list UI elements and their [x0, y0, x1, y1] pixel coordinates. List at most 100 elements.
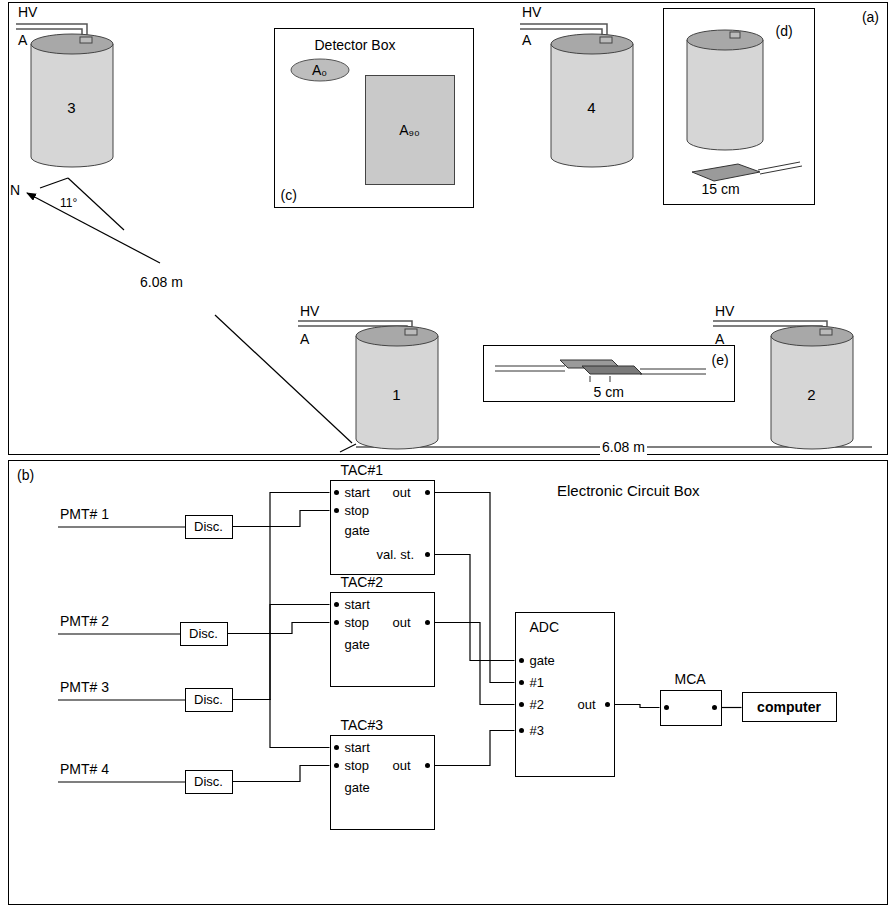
- detector-plate: A₉₀: [365, 75, 455, 185]
- pin-label: 5 cm: [594, 384, 624, 400]
- pin-label: stop: [345, 758, 370, 774]
- pin-label: start: [345, 485, 370, 501]
- box-label: 2: [807, 387, 815, 403]
- pin-label: gate: [345, 523, 370, 539]
- pin-label: stop: [345, 503, 370, 519]
- pin-label: #3: [530, 723, 544, 739]
- part-label: A: [715, 331, 724, 347]
- tac-module: TAC#3startstopgateout: [330, 735, 435, 830]
- dimension: 6.08 m: [138, 274, 185, 290]
- pin-label: stop: [345, 615, 370, 631]
- adc-module: ADC gate #1 #2 #3 out: [515, 612, 615, 777]
- box-label: Disc.: [194, 519, 223, 535]
- box-label: Disc.: [194, 692, 223, 708]
- pin-dot: [519, 680, 524, 685]
- pin-dot: [334, 508, 339, 513]
- discriminator-box: Disc.: [185, 688, 233, 712]
- hv-cable: [16, 24, 827, 333]
- part-label: PMT# 4: [60, 761, 109, 777]
- box-label: TAC#3: [341, 717, 384, 733]
- pin-dot: [712, 705, 717, 710]
- box-label: (b): [17, 467, 34, 483]
- part-label: PMT# 1: [60, 506, 109, 522]
- part-label: A: [18, 32, 27, 48]
- box-label: (e): [712, 352, 729, 368]
- box-label: ADC: [530, 619, 560, 635]
- pin-label: out: [393, 485, 411, 501]
- pin-dot: [519, 658, 524, 663]
- pin-label: gate: [530, 653, 555, 669]
- pin-dot: [334, 763, 339, 768]
- box-label: Disc.: [194, 774, 223, 790]
- signal-wire: [435, 555, 515, 661]
- pin-dot: [334, 490, 339, 495]
- survey-lines: [27, 178, 872, 452]
- box-label: (d): [776, 23, 793, 39]
- signal-wire: [233, 766, 330, 782]
- part-label: HV: [522, 4, 541, 20]
- dimension: 6.08 m: [600, 439, 647, 455]
- angle-label: 11°: [60, 195, 77, 211]
- pin-dot: [519, 728, 524, 733]
- box-label: (a): [862, 9, 879, 25]
- pin-label: #2: [530, 697, 544, 713]
- paddle-detector-d: [687, 30, 802, 181]
- pin-dot: [334, 620, 339, 625]
- pin-label: out: [578, 697, 596, 713]
- box-label: A₉₀: [399, 122, 420, 138]
- signal-wire: [615, 705, 660, 708]
- signal-wire: [435, 493, 515, 683]
- part-label: A: [300, 331, 309, 347]
- pin-label: gate: [345, 637, 370, 653]
- pin-label: val. st.: [377, 547, 415, 563]
- part-label: PMT# 2: [60, 613, 109, 629]
- inset-box: (e) 5 cm: [483, 345, 735, 402]
- pin-label: (c): [281, 187, 297, 203]
- paddle-detector-e: [495, 360, 706, 382]
- scintillator-cylinder: 1: [355, 325, 439, 450]
- pin-dot: [425, 552, 430, 557]
- pin-dot: [605, 702, 610, 707]
- pin-dot: [334, 602, 339, 607]
- pin-label: #1: [530, 675, 544, 691]
- box-label: computer: [757, 699, 821, 715]
- part-label: HV: [300, 303, 319, 319]
- part-label: PMT# 3: [60, 679, 109, 695]
- pin-label: start: [345, 740, 370, 756]
- pin-dot: [425, 620, 430, 625]
- signal-wire: [435, 731, 515, 766]
- part-label: HV: [18, 4, 37, 20]
- part-label: A: [522, 32, 531, 48]
- pin-label: start: [345, 597, 370, 613]
- pin-dot: [519, 702, 524, 707]
- box-label: Detector Box: [315, 37, 396, 53]
- pin-label: 15 cm: [702, 181, 740, 197]
- discriminator-box: Disc.: [185, 770, 233, 794]
- pin-label: gate: [345, 780, 370, 796]
- computer-box: computer: [742, 692, 837, 722]
- discriminator-box: Disc.: [185, 515, 233, 539]
- pin-label: out: [393, 615, 411, 631]
- scintillator-cylinder: 3: [30, 33, 114, 168]
- box-label: TAC#2: [341, 574, 384, 590]
- box-label: 3: [67, 100, 75, 116]
- panel-frame: (a)3Detector Box(c)A₀A₉₀4(d)15 cm1(e)5 c…: [8, 2, 888, 455]
- pmt-signal-wire: [58, 527, 185, 782]
- box-label: MCA: [675, 671, 706, 687]
- part-label: HV: [715, 303, 734, 319]
- discriminator-box: Disc.: [180, 622, 228, 646]
- pin-dot: [425, 763, 430, 768]
- signal-wire: [228, 623, 330, 634]
- detector-box: Detector Box(c)A₀A₉₀: [274, 28, 474, 208]
- scintillator-cylinder: 2: [770, 325, 854, 450]
- inset-box: (d) 15 cm: [663, 8, 815, 205]
- box-label: Disc.: [189, 626, 218, 642]
- panel-frame: (b)Electronic Circuit BoxDisc.Disc.Disc.…: [8, 460, 888, 905]
- pin-dot: [664, 705, 669, 710]
- tac-module: TAC#1startstopgateoutval. st.: [330, 480, 435, 575]
- box-label: 4: [587, 100, 595, 116]
- signal-wire: [233, 511, 330, 527]
- signal-wire: [233, 493, 330, 700]
- box-label: 1: [392, 387, 400, 403]
